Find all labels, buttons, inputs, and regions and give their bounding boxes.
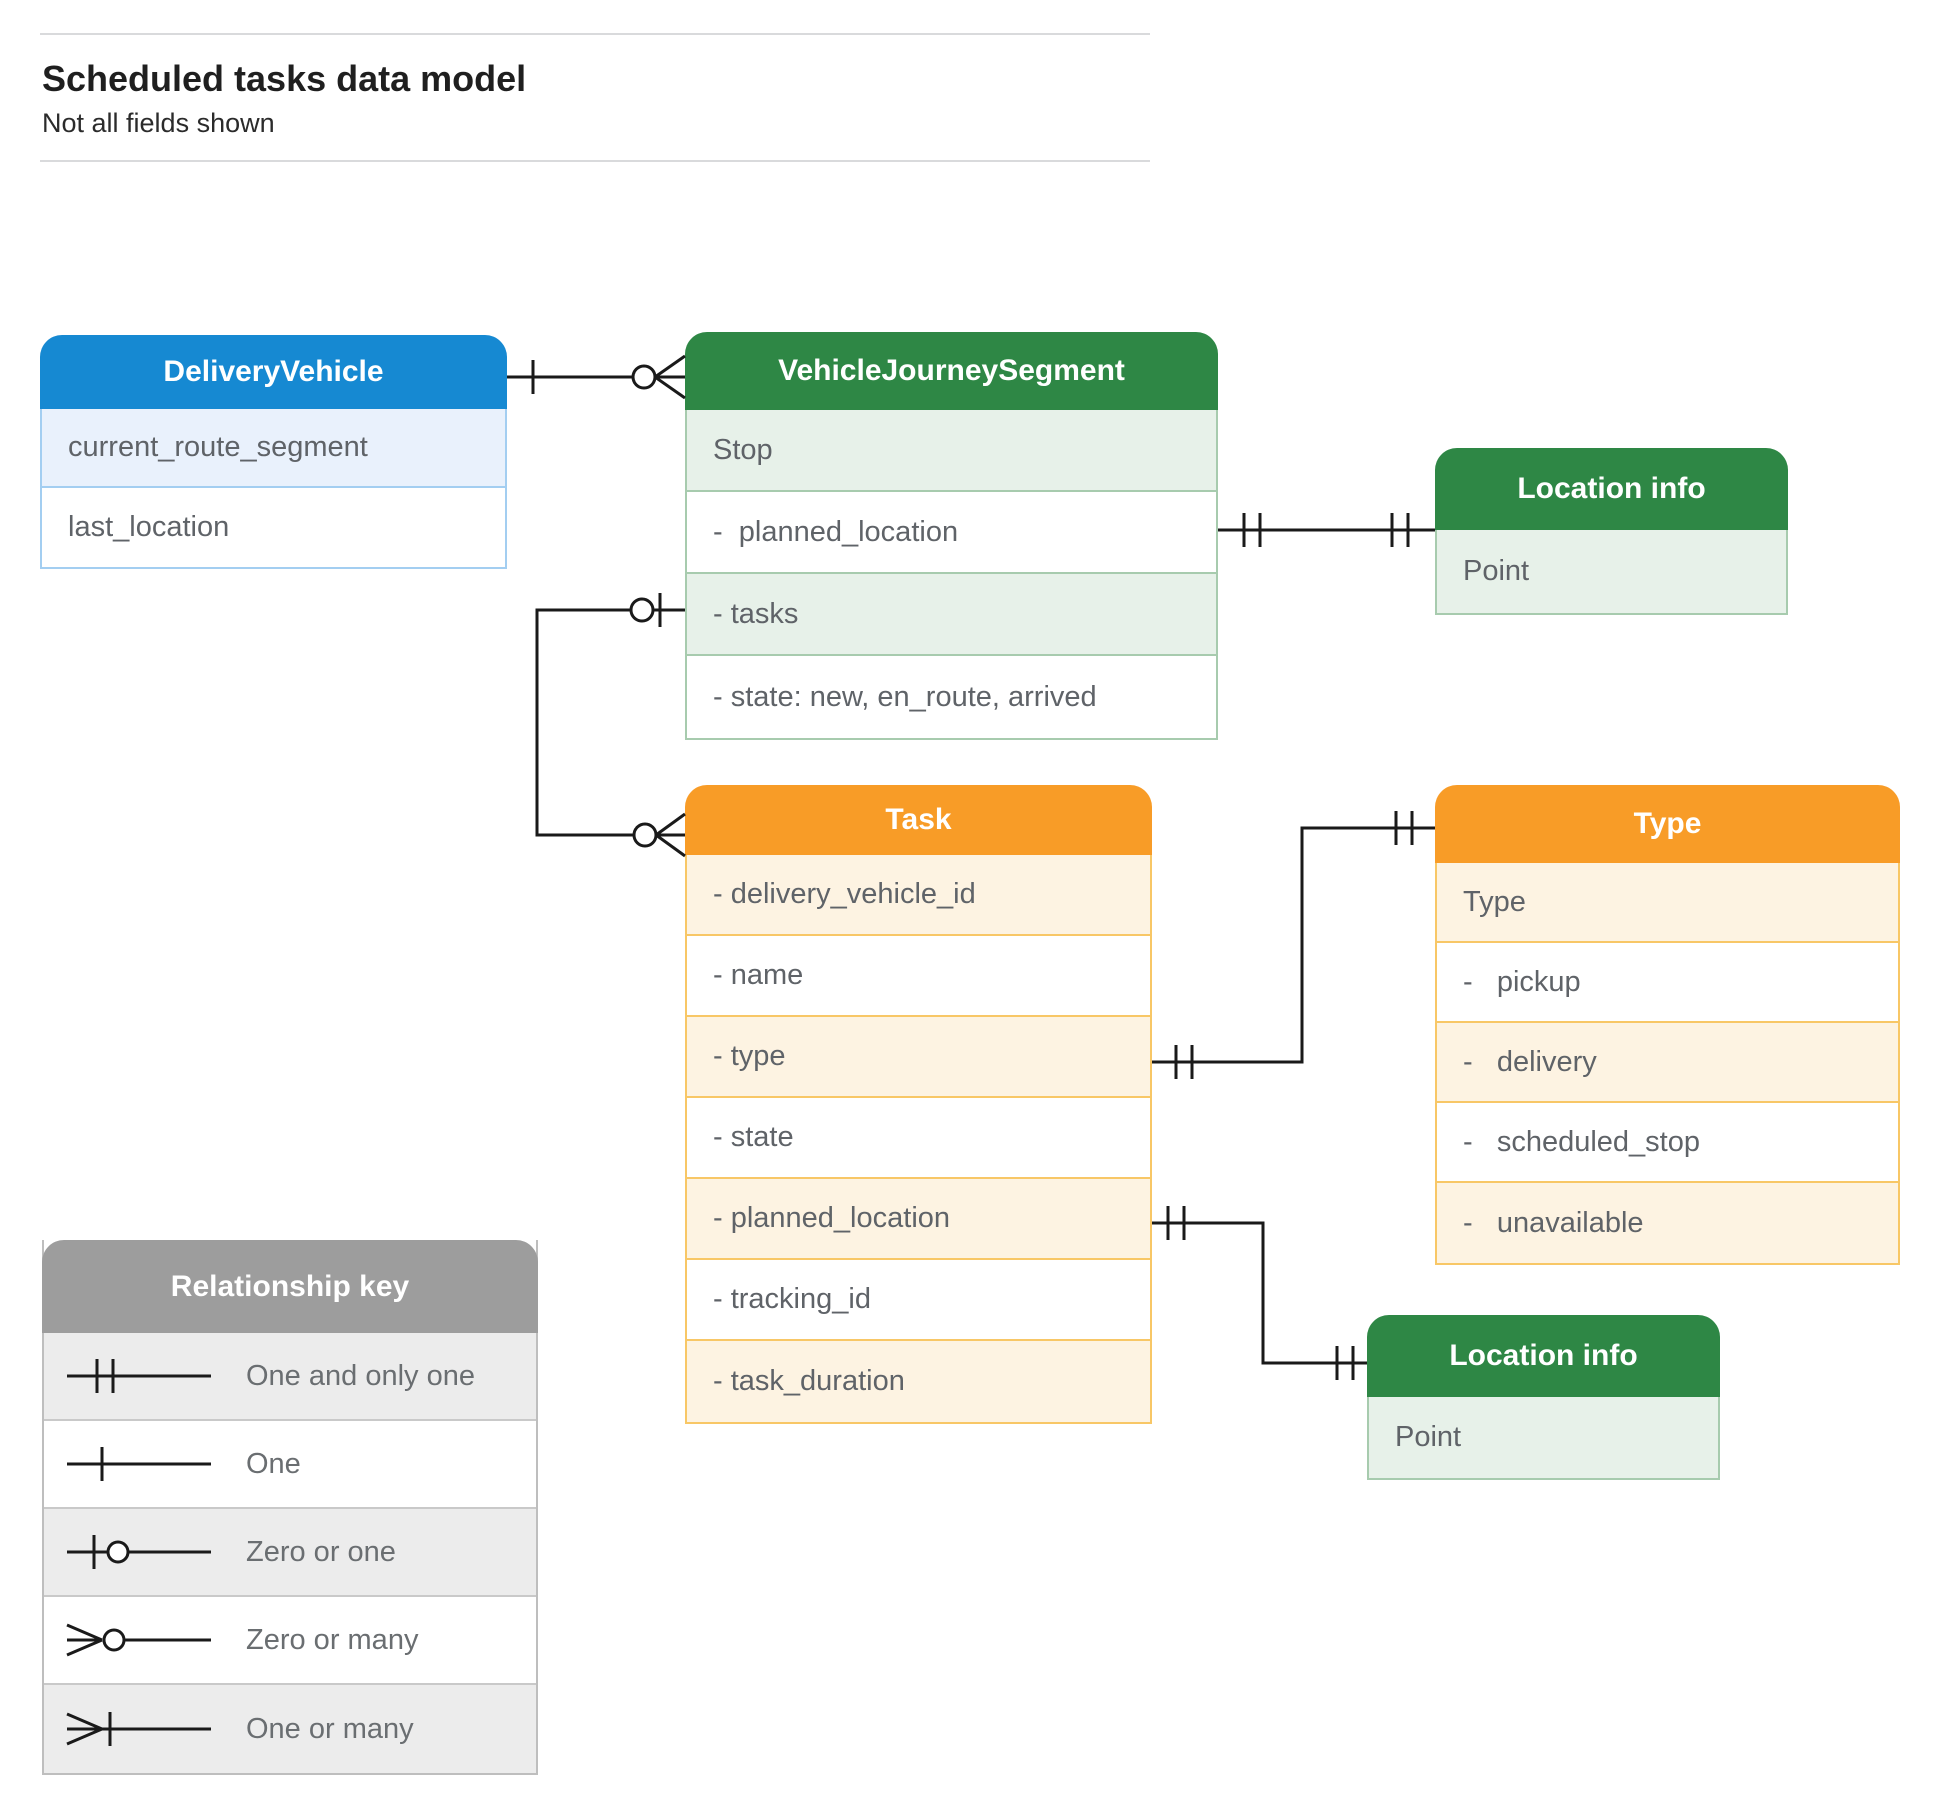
field-task-duration: - task_duration [687, 1341, 1150, 1422]
entity-location-info-top: Location info Point [1435, 448, 1788, 615]
relationship-key: Relationship key One and only one One [42, 1240, 538, 1775]
connector-plannedlocation-locationinfo-bottom [1152, 1206, 1367, 1380]
legend-label: One [246, 1447, 301, 1480]
field-state: - state [687, 1098, 1150, 1179]
zero-or-many-icon [64, 1618, 214, 1662]
connector-type-type [1152, 811, 1435, 1079]
connector-deliveryvehicle-vehiclejourneysegment [507, 356, 685, 398]
page-subtitle: Not all fields shown [42, 108, 275, 138]
field-state-enum: - state: new, en_route, arrived [713, 680, 1097, 713]
legend-row-one: One [44, 1421, 536, 1509]
entity-task-title: Task [685, 785, 1152, 855]
entity-type-title: Type [1435, 785, 1900, 863]
legend-label: One or many [246, 1712, 414, 1745]
legend-label: Zero or many [246, 1623, 419, 1656]
legend-label: One and only one [246, 1359, 475, 1392]
entity-vehiclejourneysegment-title: VehicleJourneySegment [685, 332, 1218, 410]
field-current-route-segment: current_route_segment [42, 409, 505, 488]
one-or-many-icon [64, 1707, 214, 1751]
field-type-subheader: Type [1437, 863, 1898, 943]
zero-or-one-icon [64, 1530, 214, 1574]
relationship-key-title: Relationship key [42, 1240, 538, 1333]
subtitle-divider [40, 160, 1150, 162]
legend-row-zero-or-many: Zero or many [44, 1597, 536, 1685]
one-icon [64, 1442, 214, 1486]
field-task-planned-location: - planned_location [687, 1179, 1150, 1260]
entity-task: Task - delivery_vehicle_id - name - type… [685, 785, 1152, 1424]
field-name: - name [687, 936, 1150, 1017]
field-delivery: - delivery [1437, 1023, 1898, 1103]
field-last-location: last_location [68, 511, 230, 543]
connector-plannedlocation-locationinfo-top [1218, 513, 1435, 547]
entity-deliveryvehicle-title: DeliveryVehicle [40, 335, 507, 409]
field-stop: Stop [687, 410, 1216, 492]
entity-location-info-bottom: Location info Point [1367, 1315, 1720, 1480]
field-planned-location: - planned_location [687, 492, 1216, 574]
field-tasks: - tasks [687, 574, 1216, 656]
legend-row-zero-or-one: Zero or one [44, 1509, 536, 1597]
field-unavailable: - unavailable [1437, 1183, 1898, 1263]
field-delivery-vehicle-id: - delivery_vehicle_id [687, 855, 1150, 936]
field-point-bottom: Point [1369, 1397, 1718, 1478]
field-pickup: - pickup [1437, 943, 1898, 1023]
top-divider [40, 33, 1150, 35]
field-scheduled-stop: - scheduled_stop [1437, 1103, 1898, 1183]
legend-row-one-or-many: One or many [44, 1685, 536, 1773]
entity-location-info-top-title: Location info [1435, 448, 1788, 530]
one-and-only-one-icon [64, 1354, 214, 1398]
field-type: - type [687, 1017, 1150, 1098]
legend-label: Zero or one [246, 1535, 396, 1568]
entity-vehiclejourneysegment: VehicleJourneySegment Stop - planned_loc… [685, 332, 1218, 740]
connector-tasks-task [537, 593, 685, 856]
field-point-top: Point [1437, 530, 1786, 613]
field-tracking-id: - tracking_id [687, 1260, 1150, 1341]
page-title: Scheduled tasks data model [42, 58, 527, 99]
entity-deliveryvehicle: DeliveryVehicle current_route_segment la… [40, 335, 507, 569]
legend-row-one-and-only-one: One and only one [44, 1333, 536, 1421]
entity-type: Type Type - pickup - delivery - schedule… [1435, 785, 1900, 1265]
entity-location-info-bottom-title: Location info [1367, 1315, 1720, 1397]
